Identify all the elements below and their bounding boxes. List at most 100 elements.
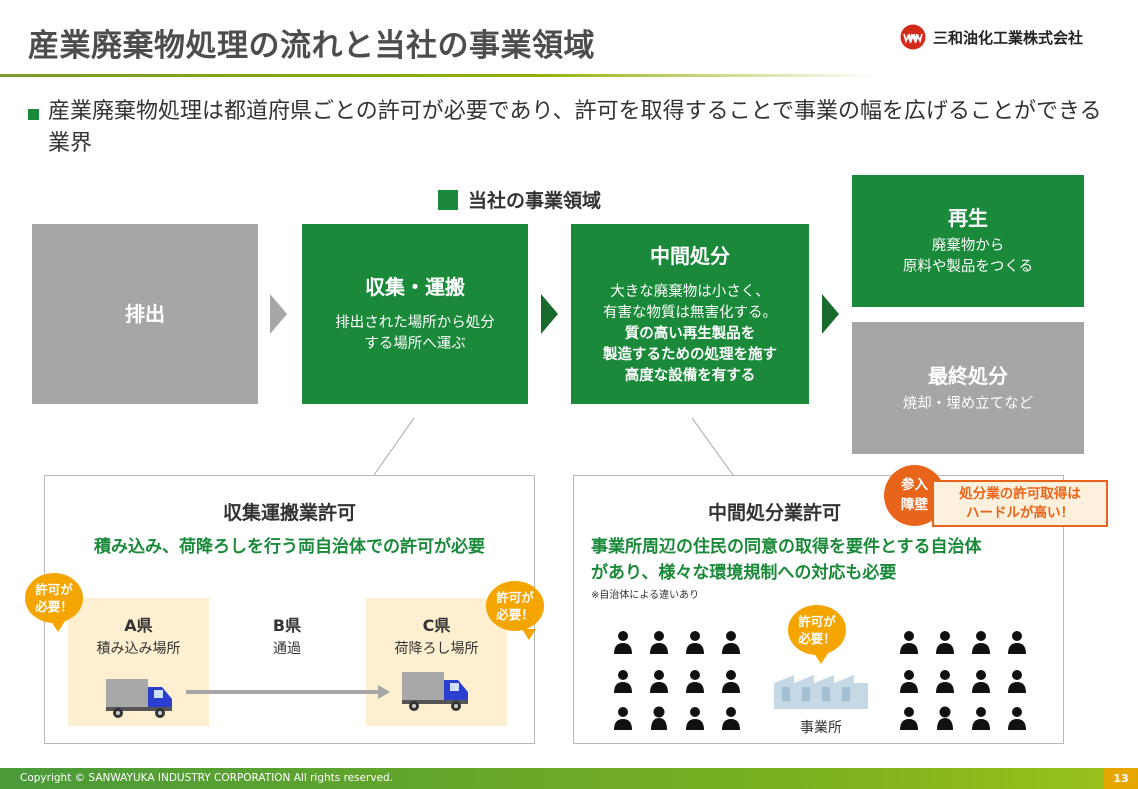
pref-b-desc: 通過 (273, 641, 301, 657)
resident-icon (936, 631, 954, 654)
title-underline (0, 74, 880, 77)
collection-desc: 排出された場所から処分する場所へ運ぶ (335, 315, 495, 352)
flow-box-collection: 収集・運搬 排出された場所から処分する場所へ運ぶ (302, 224, 528, 404)
intermediate-title: 中間処分 (650, 243, 730, 268)
collection-permit-title: 収集運搬業許可 (222, 502, 356, 524)
flow-box-discharge: 排出 (32, 224, 258, 404)
subtitle-line: があり、様々な環境規制への対応も必要 (591, 563, 897, 583)
recycle-title: 再生 (948, 206, 988, 230)
resident-icon (686, 707, 704, 730)
resident-icon (614, 631, 632, 654)
bubble-line: 必要！ (798, 631, 836, 646)
bullet-square-icon (28, 109, 39, 120)
subtitle-line: 事業所周辺の住民の同意の取得を要件とする自治体 (591, 537, 982, 557)
flow-box-intermediate: 中間処分 大きな廃棄物は小さく、 有害な物質は無害化する。 質の高い再生製品を … (571, 224, 809, 404)
recycle-desc: 廃棄物から 原料や製品をつくる (903, 236, 1033, 278)
legend-square-icon (438, 189, 458, 210)
resident-icon (936, 670, 954, 693)
bubble-line: 許可が (798, 614, 836, 629)
intermediate-permit-subtitle: 事業所周辺の住民の同意の取得を要件とする自治体 があり、様々な環境規制への対応も… (591, 534, 1051, 586)
business-area-label: 当社の事業領域 (438, 186, 601, 213)
copyright-text: Copyright © SANWAYUKA INDUSTRY CORPORATI… (20, 772, 394, 784)
pref-a-name: A県 (124, 616, 153, 635)
final-desc: 焼却・埋め立てなど (902, 395, 1034, 412)
company-name: 三和油化工業株式会社 (933, 28, 1084, 47)
intermediate-desc-line: 有害な物質は無害化する。 (603, 304, 777, 321)
resident-icon (900, 707, 918, 730)
resident-icon (1008, 707, 1026, 730)
resident-icon (972, 670, 990, 693)
bubble-line: 必要！ (35, 599, 73, 614)
resident-icon (614, 670, 632, 693)
resident-icon (972, 707, 990, 730)
barrier-line: 障壁 (901, 497, 928, 513)
entry-barrier-badge: 参入 障壁 (884, 465, 945, 526)
recycle-desc-line: 廃棄物から (931, 238, 1005, 254)
collection-title: 収集・運搬 (365, 275, 465, 299)
intermediate-desc: 大きな廃棄物は小さく、 有害な物質は無害化する。 質の高い再生製品を 製造するた… (603, 282, 777, 387)
pref-c-name: C県 (422, 616, 451, 635)
bubble-line: 許可が (496, 590, 534, 605)
resident-icon (686, 670, 704, 693)
company-logo: 三和油化工業株式会社 (900, 24, 1083, 50)
lead-text: 産業廃棄物処理は都道府県ごとの許可が必要であり、許可を取得することで事業の幅を広… (48, 99, 1102, 156)
route-arrow-icon (186, 685, 390, 699)
resident-icon (651, 706, 667, 730)
resident-icon (1008, 670, 1026, 693)
footer-bar (0, 768, 1138, 789)
permit-required-bubble: 許可が 必要！ (486, 581, 544, 640)
page-number: 13 (1104, 768, 1138, 789)
flow-arrow-icon (270, 294, 287, 334)
factory-icon (774, 675, 868, 709)
business-area-text: 当社の事業領域 (468, 190, 602, 212)
sanwa-www-logo-icon (900, 24, 926, 50)
connector-line (691, 417, 734, 476)
permit-required-bubble: 許可が 必要！ (25, 573, 83, 632)
resident-icon (900, 631, 918, 654)
connector-line (373, 417, 415, 476)
flow-arrow-icon (541, 294, 558, 334)
intermediate-desc-bold: 製造するための処理を施す (603, 346, 777, 363)
resident-icon (722, 670, 740, 693)
intermediate-permit-title: 中間処分業許可 (708, 502, 842, 524)
facility-label: 事業所 (800, 720, 842, 736)
resident-icon (972, 631, 990, 654)
permit-required-bubble: 許可が 必要！ (788, 605, 846, 664)
lead-bullet: 産業廃棄物処理は都道府県ごとの許可が必要であり、許可を取得することで事業の幅を広… (28, 96, 1118, 160)
intermediate-desc-bold: 質の高い再生製品を (624, 325, 756, 342)
resident-icon (650, 670, 668, 693)
pref-c-area: C県 荷降ろし場所 (366, 598, 507, 726)
flow-arrow-icon (822, 294, 839, 334)
bubble-line: 必要！ (496, 607, 534, 622)
resident-icon (937, 706, 953, 730)
discharge-title: 排出 (125, 302, 165, 326)
intermediate-desc-bold: 高度な設備を有する (624, 367, 756, 384)
resident-icon (722, 707, 740, 730)
municipality-note: ※自治体による違いあり (591, 590, 700, 601)
barrier-line: 参入 (901, 477, 928, 493)
pref-b-area: B県 通過 (247, 612, 327, 658)
hurdle-callout: 処分業の許可取得は ハードルが高い！ (932, 480, 1108, 527)
resident-icon (614, 707, 632, 730)
truck-icon (402, 672, 468, 711)
resident-icon (686, 631, 704, 654)
hurdle-line: 処分業の許可取得は (959, 486, 1081, 502)
bubble-line: 許可が (35, 582, 73, 597)
page-title: 産業廃棄物処理の流れと当社の事業領域 (28, 28, 595, 64)
flow-box-recycle: 再生 廃棄物から 原料や製品をつくる (852, 175, 1084, 307)
pref-c-desc: 荷降ろし場所 (394, 641, 479, 657)
flow-box-final: 最終処分 焼却・埋め立てなど (852, 322, 1084, 454)
intermediate-desc-line: 大きな廃棄物は小さく、 (610, 283, 770, 300)
resident-icon (722, 631, 740, 654)
resident-icon (1008, 631, 1026, 654)
hurdle-line: ハードルが高い！ (966, 505, 1074, 521)
pref-b-name: B県 (272, 616, 302, 635)
recycle-desc-line: 原料や製品をつくる (902, 259, 1034, 275)
final-title: 最終処分 (928, 363, 1008, 388)
resident-icon (900, 670, 918, 693)
collection-permit-subtitle: 積み込み、荷降ろしを行う両自治体での許可が必要 (94, 537, 485, 557)
truck-icon (106, 679, 172, 718)
pref-a-desc: 積み込み場所 (96, 641, 181, 657)
resident-icon (650, 631, 668, 654)
